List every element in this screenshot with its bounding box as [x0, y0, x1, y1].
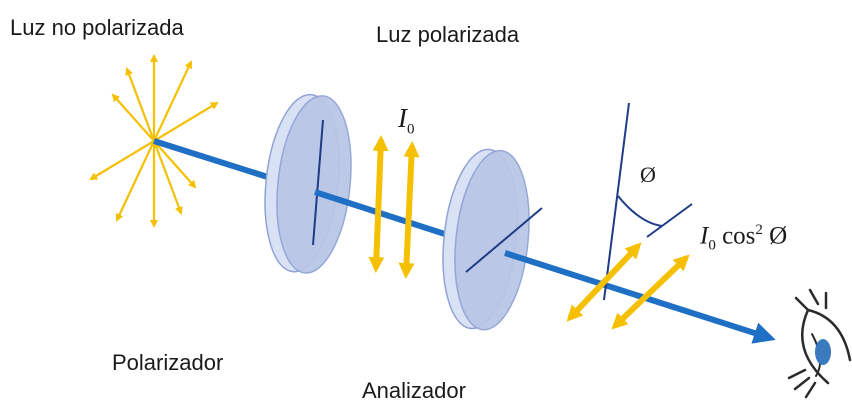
eye-icon: [787, 288, 852, 399]
unpolarized-light-label: Luz no polarizada: [10, 15, 184, 40]
polarized-light-label: Luz polarizada: [376, 22, 520, 47]
output-light-arrows: [566, 242, 690, 330]
intensity-i0-label: I0: [398, 103, 415, 138]
cos-function: cos: [722, 222, 756, 250]
analyzer-filter: [442, 148, 530, 331]
light-beam-segment-3: [504, 250, 776, 344]
angle-arc: [617, 195, 663, 227]
polarizer-axis-line: [312, 119, 324, 246]
output-i-subscript: 0: [708, 237, 716, 254]
angle-symbol-label: Ø: [640, 162, 656, 187]
polarizer-label: Polarizador: [112, 350, 224, 375]
polarized-light-arrows: [368, 135, 420, 279]
analyzer-label: Analizador: [362, 378, 466, 403]
analyzer-axis-reference-line: [646, 203, 693, 238]
output-angle-symbol: Ø: [769, 222, 788, 250]
unpolarized-light-burst: [89, 54, 219, 228]
cos-exponent: 2: [755, 222, 763, 238]
polarizer-filter: [264, 93, 352, 274]
i0-symbol: I: [398, 103, 407, 133]
output-intensity-label: I0 cos2 Ø: [700, 222, 787, 254]
output-i-symbol: I: [700, 222, 709, 250]
i0-subscript: 0: [407, 121, 415, 138]
analyzer-axis-line: [465, 207, 543, 273]
